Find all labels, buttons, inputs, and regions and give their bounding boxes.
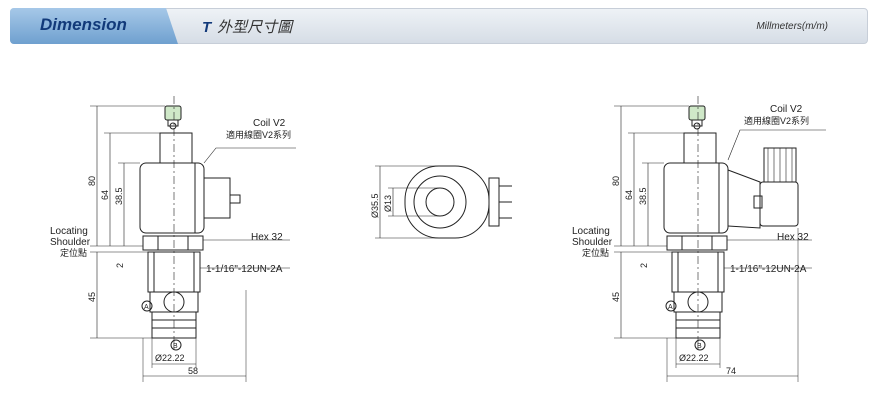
header-prefix: T bbox=[202, 19, 212, 36]
left-terminal-pin bbox=[229, 194, 241, 204]
left-coil-label-en: Coil V2 bbox=[253, 118, 286, 129]
left-coil-label-zh: 適用線圈V2系列 bbox=[226, 129, 291, 140]
right-knob-stem bbox=[691, 119, 703, 127]
right-coil-label-en: Coil V2 bbox=[770, 104, 803, 115]
left-dim-45: 45 bbox=[87, 292, 97, 302]
middle-dia-large: Ø35.5 bbox=[370, 193, 380, 218]
right-labels: Coil V2 適用線圈V2系列 Locating Shoulder 定位點 H… bbox=[572, 104, 809, 376]
left-view bbox=[90, 96, 296, 382]
middle-inner-circle bbox=[425, 187, 455, 217]
middle-terminal-block bbox=[488, 177, 500, 227]
left-port-b-marker bbox=[170, 339, 182, 351]
right-coil-label-zh: 適用線圈V2系列 bbox=[744, 115, 809, 126]
left-locating-zh: 定位點 bbox=[60, 247, 87, 258]
right-coil bbox=[663, 162, 729, 234]
left-port-b-label: B bbox=[173, 343, 178, 350]
right-port-a-label: A bbox=[668, 304, 673, 311]
right-dia-label: Ø22.22 bbox=[679, 353, 709, 363]
left-knob-stem bbox=[167, 119, 179, 127]
left-port-a-marker bbox=[141, 300, 153, 312]
right-dim-38-5: 38.5 bbox=[638, 187, 648, 205]
right-view bbox=[614, 96, 826, 382]
right-port-a-marker bbox=[665, 300, 677, 312]
left-tube bbox=[159, 132, 193, 164]
right-connector-neck bbox=[727, 169, 761, 229]
right-knob bbox=[688, 105, 706, 121]
middle-dia-small: Ø13 bbox=[383, 195, 393, 212]
right-locating-zh: 定位點 bbox=[582, 247, 609, 258]
left-labels: Coil V2 適用線圈V2系列 Locating Shoulder 定位點 H… bbox=[50, 118, 291, 376]
left-knob bbox=[164, 105, 182, 121]
right-tube bbox=[683, 132, 717, 164]
right-dim-80: 80 bbox=[611, 176, 621, 186]
header-subtitle: T 外型尺寸圖 bbox=[202, 16, 292, 37]
right-dim-45: 45 bbox=[611, 292, 621, 302]
left-hex-label: Hex 32 bbox=[251, 232, 283, 243]
right-hex-label: Hex 32 bbox=[777, 232, 809, 243]
right-locating-2: Shoulder bbox=[572, 237, 613, 248]
left-locating-2: Shoulder bbox=[50, 237, 91, 248]
left-dia-label: Ø22.22 bbox=[155, 353, 185, 363]
right-connector bbox=[759, 181, 799, 227]
left-dim-80: 80 bbox=[87, 176, 97, 186]
right-width-label: 74 bbox=[726, 366, 736, 376]
left-coil-leader bbox=[203, 147, 296, 164]
right-port-body bbox=[673, 291, 723, 313]
header-subtitle-text: 外型尺寸圖 bbox=[217, 19, 293, 36]
right-port-b-label: B bbox=[697, 343, 702, 350]
right-coil-leader bbox=[727, 129, 826, 161]
section-header: Dimension T 外型尺寸圖 Millmeters(m/m) bbox=[10, 8, 868, 44]
left-port-body bbox=[149, 291, 199, 313]
header-unit: Millmeters(m/m) bbox=[756, 21, 828, 32]
left-terminal-box bbox=[203, 177, 231, 219]
left-locating-1: Locating bbox=[50, 226, 88, 237]
right-thread-label: 1-1/16"-12UN-2A bbox=[730, 264, 807, 275]
right-dim-64: 64 bbox=[624, 190, 634, 200]
right-dim-2: 2 bbox=[639, 263, 649, 268]
header-tab-title: Dimension bbox=[40, 15, 127, 34]
left-dim-38-5: 38.5 bbox=[114, 187, 124, 205]
right-knob-nut bbox=[693, 122, 701, 130]
header-tab bbox=[10, 8, 178, 44]
right-hex bbox=[666, 235, 728, 251]
left-thread-label: 1-1/16"-12UN-2A bbox=[206, 264, 283, 275]
left-dim-64: 64 bbox=[100, 190, 110, 200]
middle-view bbox=[375, 165, 512, 239]
left-hex bbox=[142, 235, 204, 251]
middle-outer-circle bbox=[413, 175, 467, 229]
left-coil bbox=[139, 162, 205, 234]
left-port-a-label: A bbox=[144, 304, 149, 311]
middle-labels: Ø35.5 Ø13 bbox=[370, 193, 393, 218]
right-port-b-marker bbox=[694, 339, 706, 351]
left-width-label: 58 bbox=[188, 366, 198, 376]
left-dim-2: 2 bbox=[115, 263, 125, 268]
right-locating-1: Locating bbox=[572, 226, 610, 237]
left-knob-nut bbox=[169, 122, 177, 130]
